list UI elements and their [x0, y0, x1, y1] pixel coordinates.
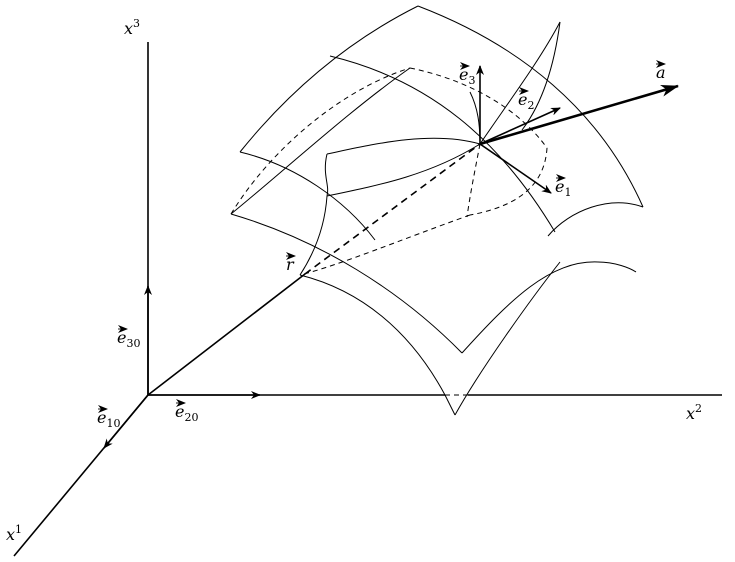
svg-text:x2: x2 — [686, 402, 702, 423]
label-r: r — [286, 252, 296, 274]
label-e30: e30 — [117, 325, 140, 350]
label-x2: x2 — [686, 402, 702, 423]
svg-text:e3: e3 — [459, 65, 475, 87]
r-vector-solid — [147, 273, 306, 396]
svg-text:r: r — [286, 255, 295, 274]
svg-text:x3: x3 — [124, 17, 140, 38]
r-vector-dashed — [304, 143, 481, 275]
svg-text:e1: e1 — [555, 177, 571, 199]
label-e1: e1 — [555, 174, 571, 199]
label-e20: e20 — [175, 399, 198, 424]
label-x1: x1 — [6, 523, 22, 544]
svg-text:e30: e30 — [117, 328, 140, 350]
svg-text:a: a — [656, 63, 666, 82]
label-x3: x3 — [124, 17, 140, 38]
svg-text:x1: x1 — [6, 523, 22, 544]
label-e10: e10 — [97, 405, 120, 430]
svg-text:e2: e2 — [518, 90, 534, 112]
label-e3: e3 — [459, 62, 475, 87]
coordinate-surfaces — [230, 5, 644, 416]
e1-arrow — [479, 143, 552, 194]
e2-arrow — [479, 107, 561, 145]
e10-arrow — [103, 394, 149, 449]
svg-text:e10: e10 — [97, 408, 120, 430]
label-a: a — [656, 60, 666, 82]
svg-text:e20: e20 — [175, 402, 198, 424]
a-vector — [479, 84, 679, 146]
label-e2: e2 — [518, 87, 534, 112]
